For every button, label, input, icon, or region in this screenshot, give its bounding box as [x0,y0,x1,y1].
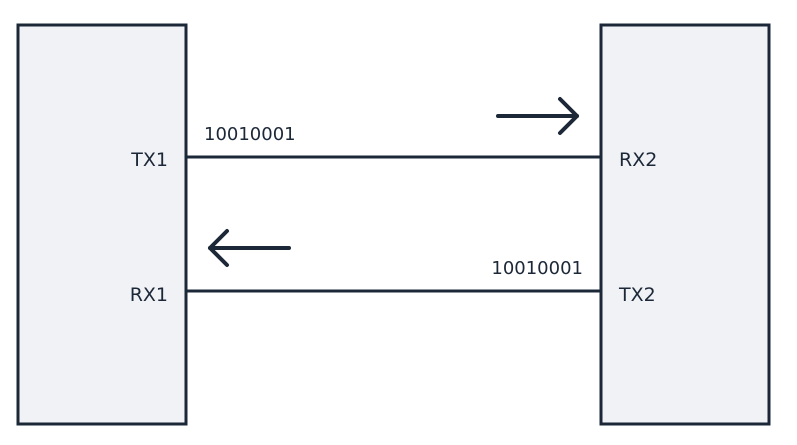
device-1: TX1 RX1 [16,23,188,426]
link-tx2-rx1: 10010001 [186,229,601,293]
device-2-tx-label: TX2 [618,284,656,306]
bottom-data-label: 10010001 [491,258,583,279]
link-tx1-rx2: 10010001 [186,97,601,159]
device-2-rx-label: RX2 [619,149,657,171]
device-2-box [599,23,771,426]
arrow-right-icon [496,97,579,135]
top-data-label: 10010001 [204,124,296,145]
device-2: RX2 TX2 [599,23,771,426]
device-1-box [16,23,188,426]
arrow-left-icon [208,229,291,267]
device-1-rx-label: RX1 [130,284,168,306]
device-1-tx-label: TX1 [130,149,168,171]
